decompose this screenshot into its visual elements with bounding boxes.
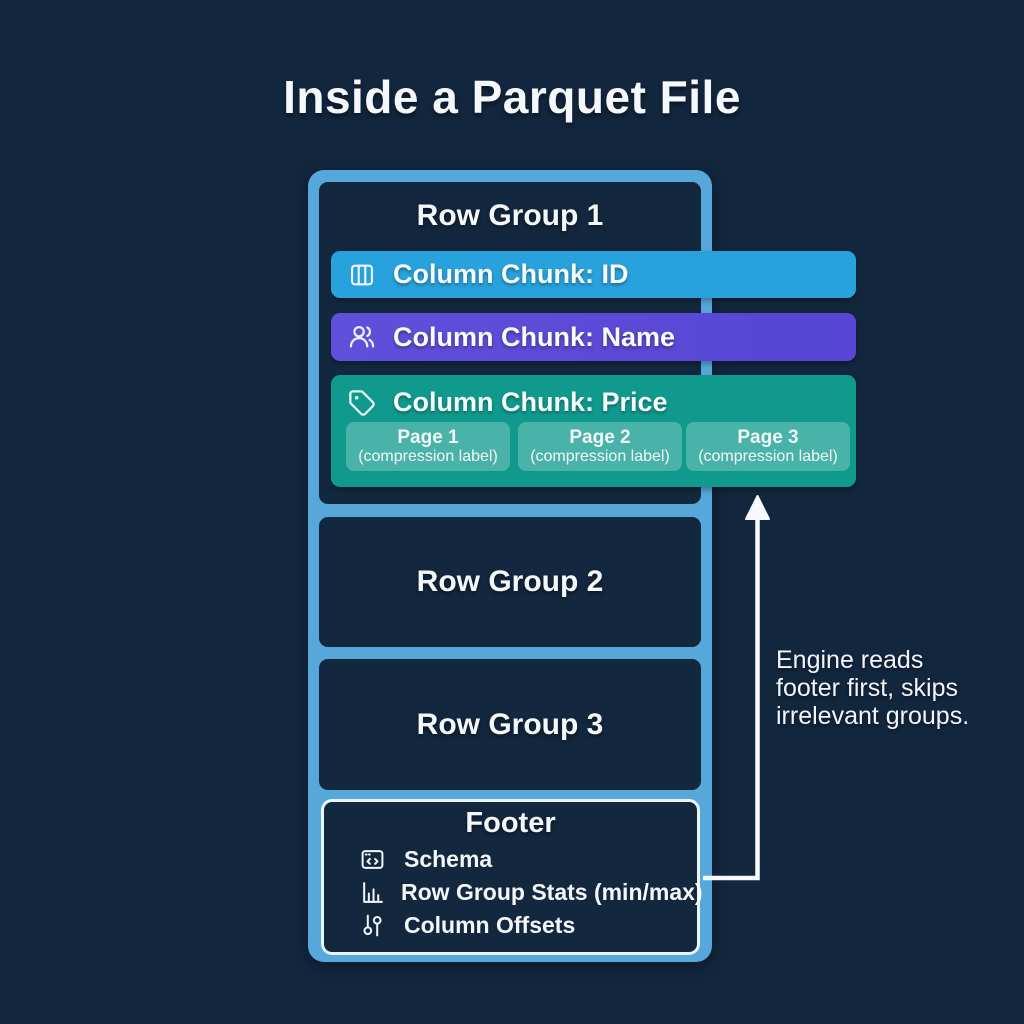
column-chunk-id: Column Chunk: ID	[331, 251, 856, 298]
page-3: Page 3 (compression label)	[686, 422, 850, 471]
column-chunk-name-label: Column Chunk: Name	[393, 321, 676, 352]
page-3-title: Page 3	[737, 427, 799, 448]
column-chunk-name: Column Chunk: Name	[331, 313, 856, 361]
row-group-3: Row Group 3	[319, 659, 701, 790]
page-1-subtitle: (compression label)	[358, 448, 498, 465]
row-group-2: Row Group 2	[319, 517, 701, 647]
column-chunk-price-label: Column Chunk: Price	[393, 387, 668, 417]
column-chunk-id-label: Column Chunk: ID	[393, 259, 629, 289]
row-group-2-label: Row Group 2	[416, 565, 604, 598]
tag-icon	[348, 389, 376, 417]
columns-icon	[348, 261, 376, 289]
page-2: Page 2 (compression label)	[518, 422, 682, 471]
page-1: Page 1 (compression label)	[346, 422, 510, 471]
page-title: Inside a Parquet File	[283, 71, 741, 123]
footer-item-row-group-stats: Row Group Stats (min/max)	[360, 876, 703, 909]
bar-chart-icon	[360, 880, 385, 905]
footer-title: Footer	[465, 807, 556, 839]
footer-item-schema-label: Schema	[404, 846, 493, 872]
footer-item-schema: Schema	[360, 843, 697, 876]
footer-item-row-group-stats-label: Row Group Stats (min/max)	[401, 879, 703, 905]
row-group-1-label: Row Group 1	[416, 199, 604, 232]
column-offsets-icon	[360, 913, 388, 938]
annotation-text: Engine reads footer first, skips irrelev…	[776, 646, 970, 730]
footer-item-column-offsets-label: Column Offsets	[404, 912, 576, 938]
page-2-subtitle: (compression label)	[530, 448, 670, 465]
page-3-subtitle: (compression label)	[698, 448, 838, 465]
schema-icon	[360, 847, 388, 872]
footer-panel: Footer Schema	[321, 799, 703, 955]
users-icon	[348, 323, 376, 351]
column-chunk-price: Column Chunk: Price Page 1 (compression …	[331, 375, 856, 487]
footer-item-column-offsets: Column Offsets	[360, 909, 697, 942]
row-group-3-label: Row Group 3	[416, 707, 604, 741]
page-2-title: Page 2	[569, 427, 631, 448]
page-1-title: Page 1	[397, 427, 459, 448]
